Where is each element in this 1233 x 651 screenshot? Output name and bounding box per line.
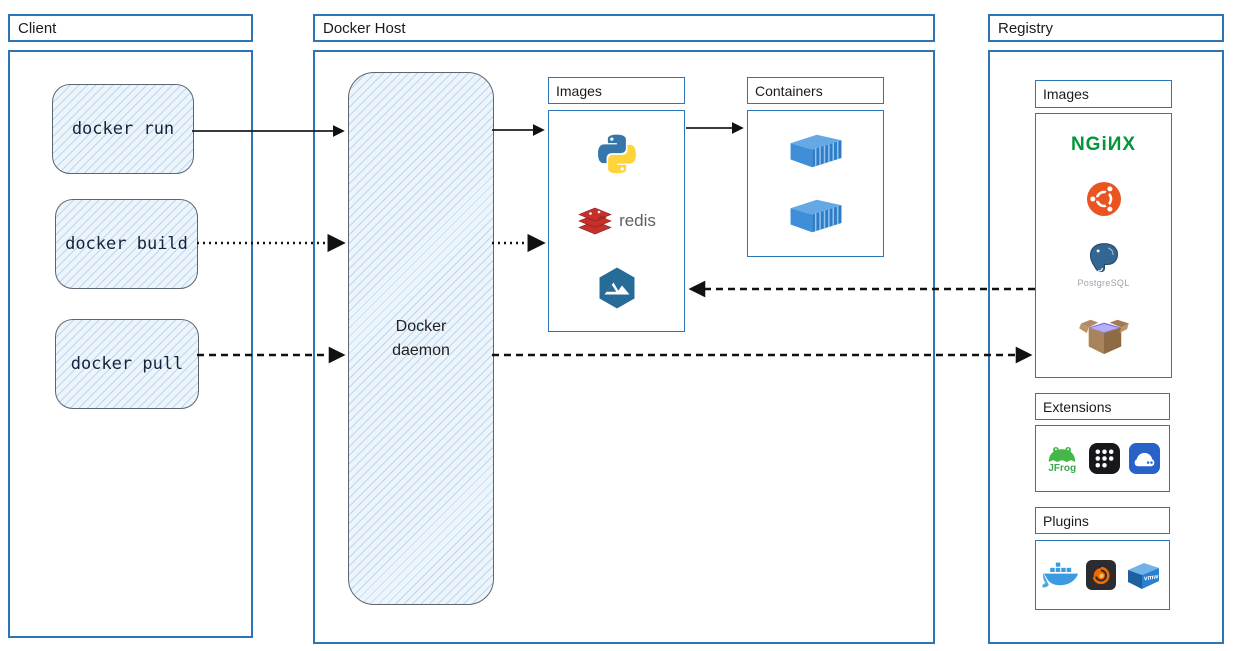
redis-image-item: redis	[577, 204, 656, 237]
redis-icon	[578, 208, 612, 235]
extensions-panel-title: Extensions	[1035, 393, 1170, 420]
client-section-title: Client	[8, 14, 253, 42]
vmware-cube-icon: vmw	[1128, 563, 1160, 589]
postgresql-label: PostgreSQL	[1077, 278, 1130, 289]
vmware-label: vmw	[1144, 573, 1160, 582]
docker-host-section-title: Docker Host	[313, 14, 935, 42]
docker-build-label: docker build	[65, 234, 188, 254]
host-images-panel: redis	[548, 110, 685, 332]
containers-panel	[747, 110, 884, 257]
busybox-box-icon	[1078, 319, 1129, 354]
docker-run-label: docker run	[71, 119, 175, 139]
container-3d-icon	[790, 199, 841, 232]
extensions-panel: JFrog	[1035, 425, 1170, 492]
hexagon-mountain-icon	[599, 267, 634, 309]
docker-host-title-label: Docker Host	[323, 19, 406, 37]
registry-section-title: Registry	[988, 14, 1224, 42]
registry-images-panel: NGiИX PostgreSQL	[1035, 113, 1172, 378]
plugins-title-label: Plugins	[1043, 512, 1089, 529]
postgresql-icon	[1089, 243, 1118, 273]
docker-daemon-label: Docker daemon	[392, 318, 450, 359]
registry-images-panel-title: Images	[1035, 80, 1172, 108]
host-images-panel-title: Images	[548, 77, 685, 104]
containers-panel-title: Containers	[747, 77, 884, 104]
grafana-icon	[1085, 560, 1116, 590]
plugins-panel-title: Plugins	[1035, 507, 1170, 534]
docker-whale-icon	[1042, 562, 1078, 587]
postgresql-image-item: PostgreSQL	[1077, 241, 1129, 288]
container-3d-icon	[790, 135, 841, 168]
docker-pull-label: docker pull	[70, 354, 184, 374]
registry-title-label: Registry	[998, 19, 1054, 37]
registry-images-title-label: Images	[1043, 86, 1089, 102]
app-grid-icon	[1088, 443, 1120, 474]
jfrog-icon	[1049, 446, 1076, 462]
drive-app-icon	[1128, 443, 1160, 474]
docker-pull-node: docker pull	[55, 319, 199, 409]
jfrog-extension-item: JFrog	[1045, 444, 1079, 474]
redis-label: redis	[619, 210, 656, 230]
containers-title-label: Containers	[755, 82, 823, 99]
docker-run-node: docker run	[52, 84, 194, 174]
host-images-title-label: Images	[556, 82, 602, 99]
jfrog-label: JFrog	[1048, 462, 1077, 474]
ubuntu-icon	[1086, 181, 1121, 216]
extensions-title-label: Extensions	[1043, 398, 1112, 415]
client-title-label: Client	[18, 19, 57, 37]
python-icon	[597, 134, 636, 174]
plugins-panel: vmw	[1035, 540, 1170, 610]
docker-build-node: docker build	[55, 199, 198, 289]
docker-daemon-node: Docker daemon	[348, 72, 494, 605]
nginx-logo: NGiИX	[1070, 134, 1137, 156]
